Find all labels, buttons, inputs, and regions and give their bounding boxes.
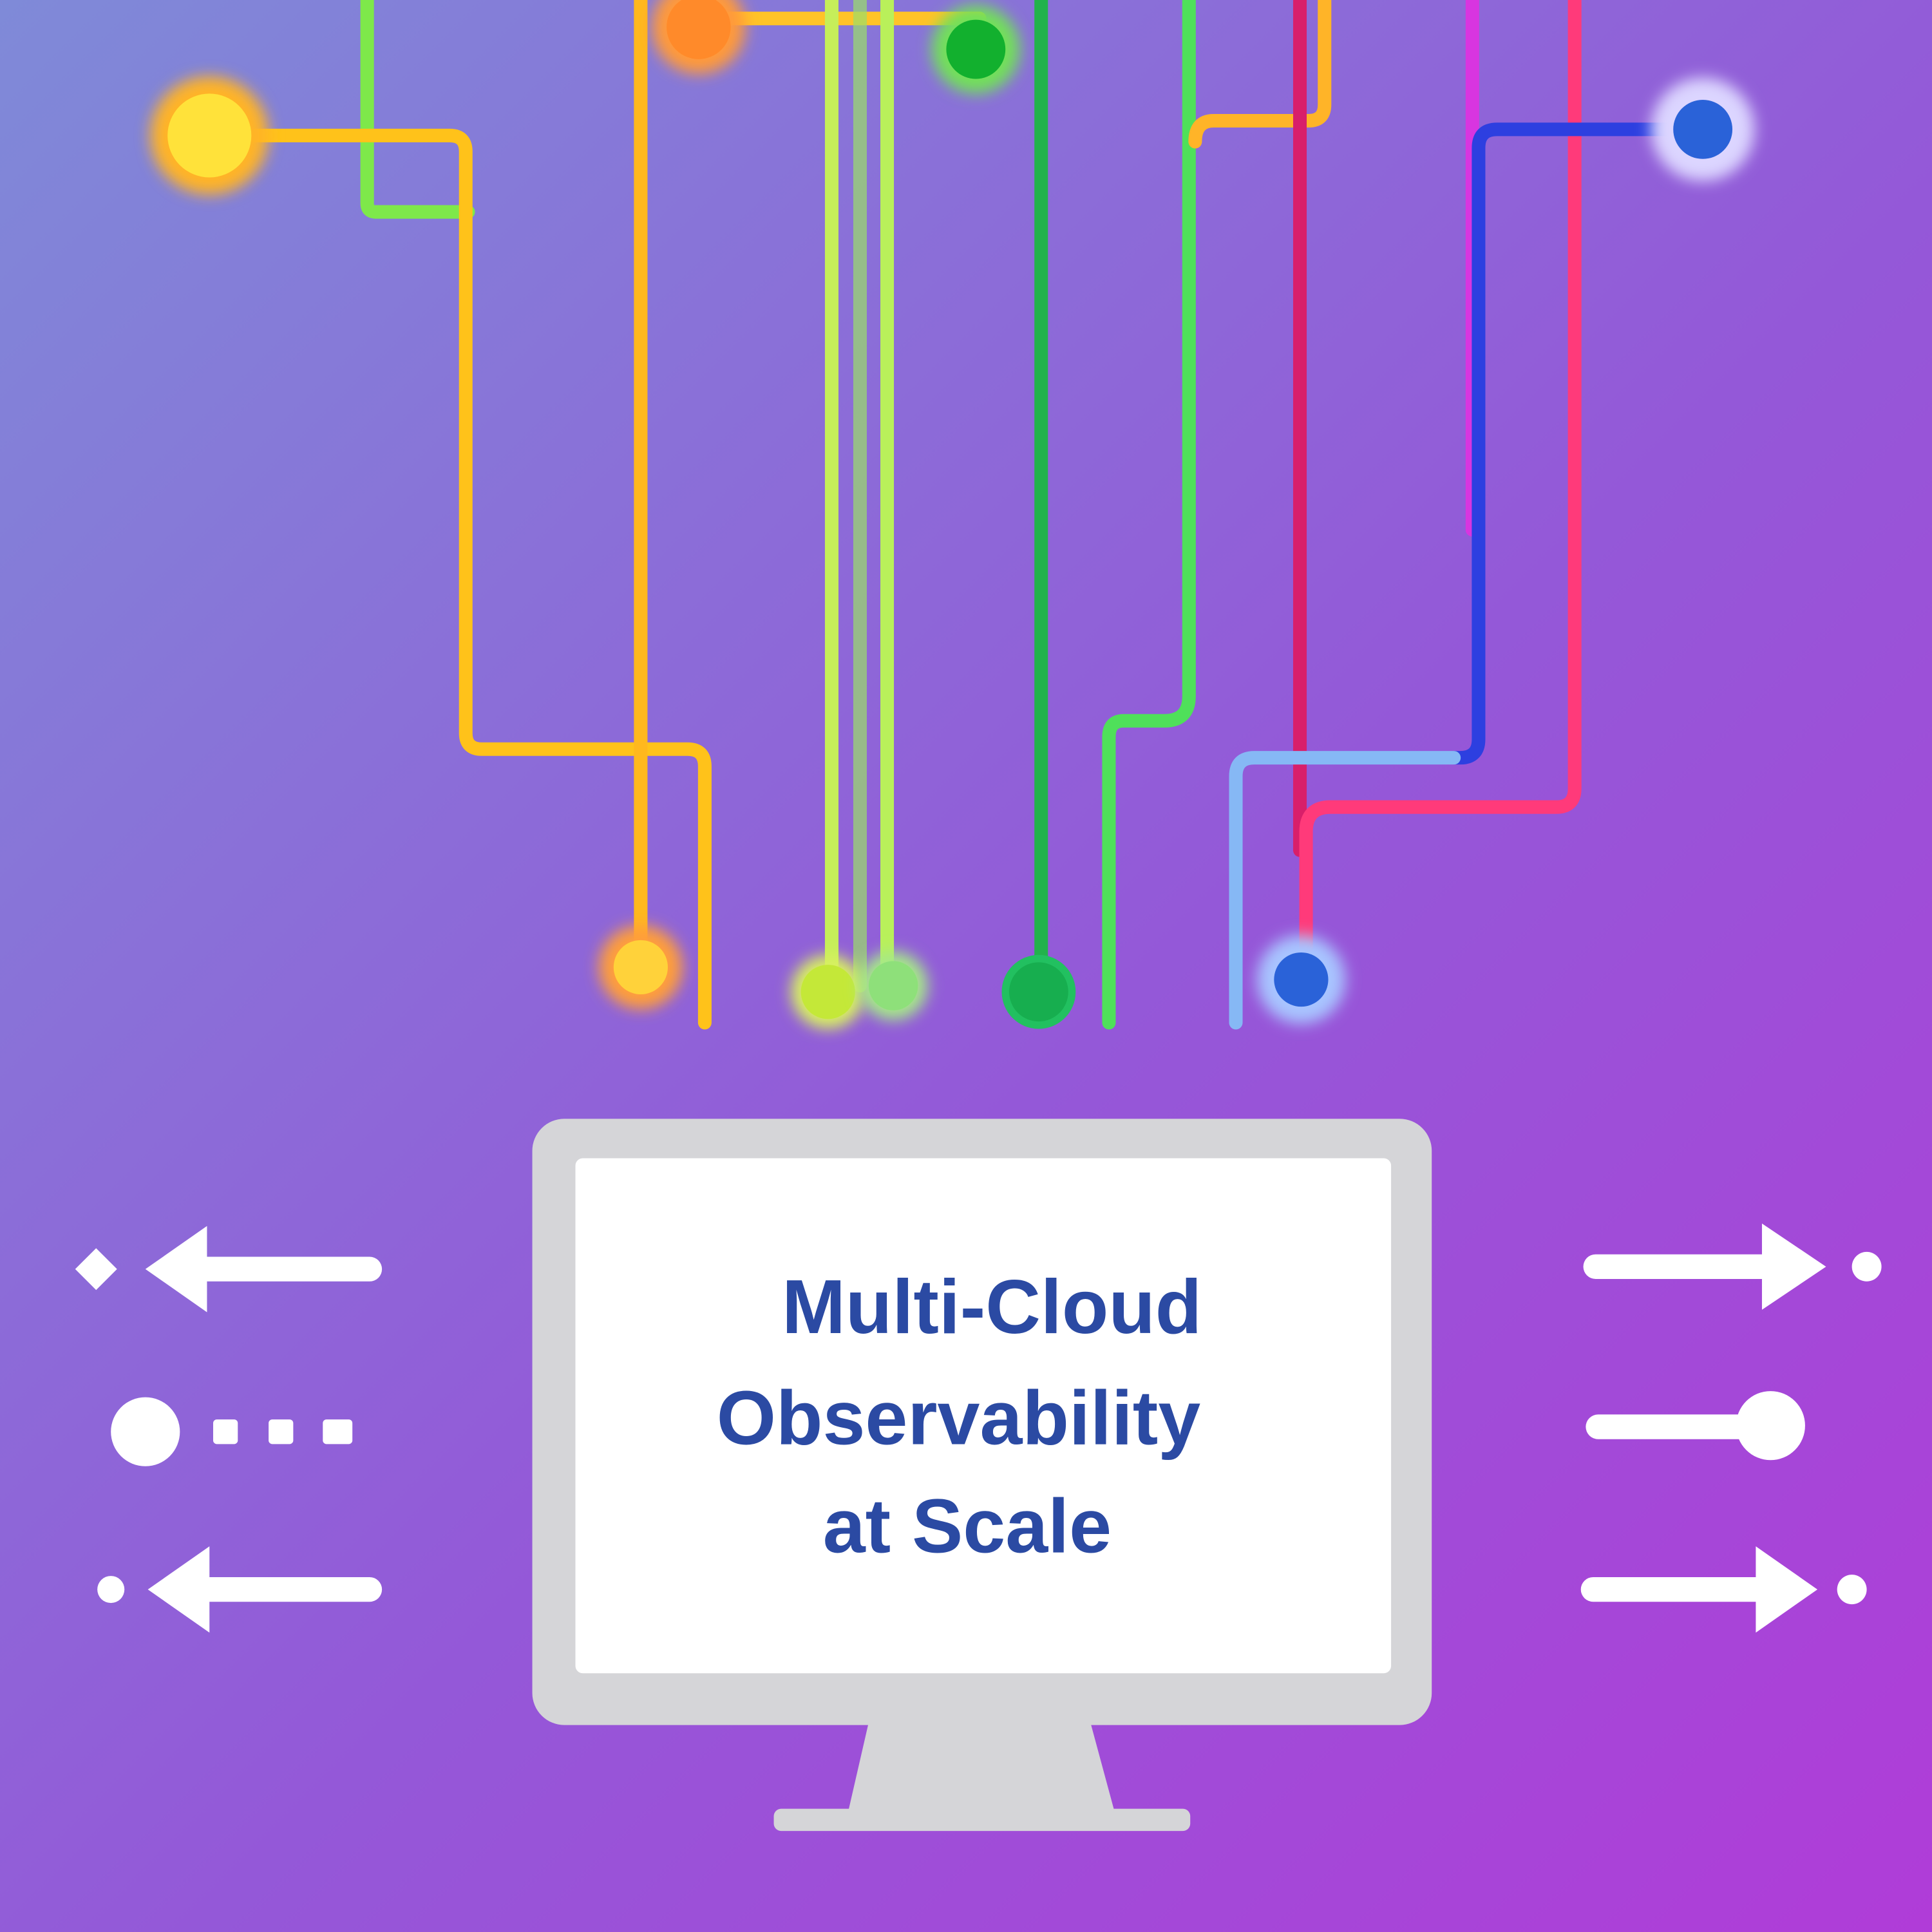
arrow-left-icon [75,1226,383,1312]
monitor-stand [848,1722,1115,1814]
wire-pink [1299,0,1582,981]
node-lime-bottom-icon [791,954,866,1029]
right-arrows [1580,1223,1882,1633]
wire-yellow [202,128,712,1030]
screen-title-line3: at Scale [823,1484,1112,1569]
wire-green [1102,0,1196,1030]
arrow-left-icon [97,1546,383,1633]
wire-lightblue [1229,751,1461,1030]
circuit-wires [202,0,1707,1030]
monitor-base [773,1808,1191,1832]
node-yellow-icon [150,76,269,195]
screen-title-line1: Multi-Cloud [782,1265,1202,1350]
node-green-icon [931,5,1021,94]
node-orange-icon [652,0,746,74]
nodes [150,0,1755,1029]
wire-blue [1447,122,1707,765]
dotted-connector-icon [111,1397,353,1466]
wire-orange-right [1188,0,1332,149]
node-lightgreen-bottom-icon [858,951,928,1021]
monitor-screen [575,1158,1392,1674]
monitor: Multi-Cloud Observability at Scale [532,1119,1432,1832]
node-darkgreen-bottom-icon [1001,954,1076,1029]
node-blue-bottom-icon [1256,935,1346,1024]
screen-title-line2: Observability [717,1376,1201,1461]
node-blue-top-icon [1651,77,1755,182]
node-yellow-bottom-icon [598,925,683,1009]
arrow-right-icon [1583,1223,1882,1310]
left-arrows [75,1226,383,1633]
connector-dot-icon [1586,1391,1805,1461]
arrow-right-icon [1580,1546,1867,1633]
wire-lightgreen-left [360,0,475,219]
